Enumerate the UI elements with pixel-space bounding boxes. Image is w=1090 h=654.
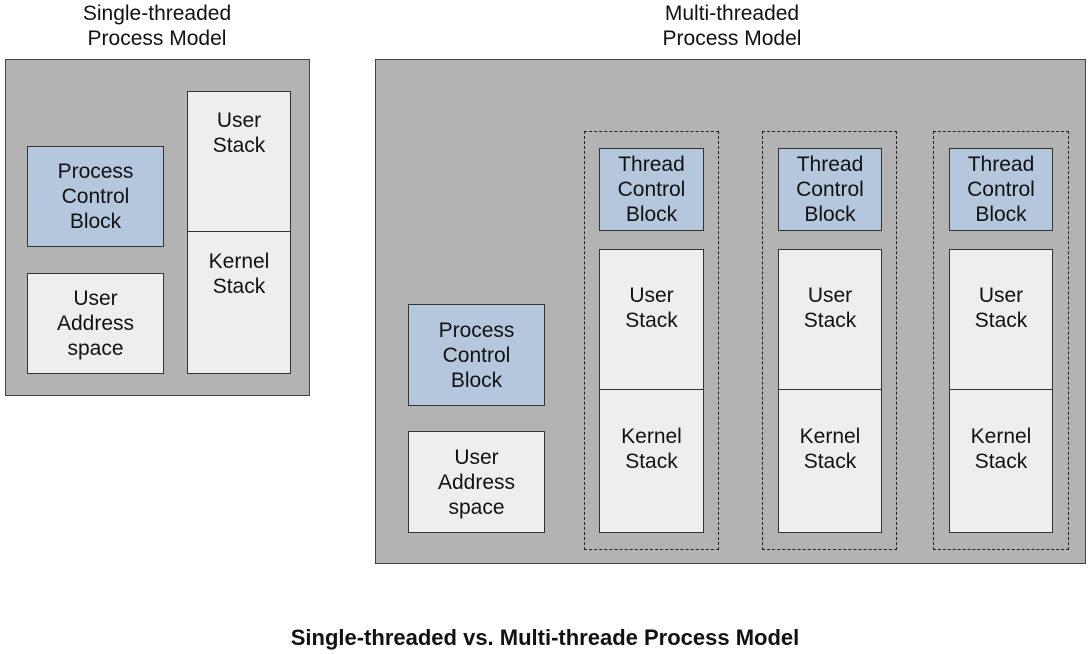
box-label-line: Stack [974, 308, 1028, 332]
box-label-line: User [807, 283, 853, 307]
box-label-line: Kernel [208, 250, 270, 273]
box-label-line: Stack [625, 308, 678, 332]
box-label-line: Stack [625, 449, 678, 473]
multi-threaded-title: Multi-threaded Process Model [576, 1, 888, 51]
box-label-line: Block [804, 203, 856, 226]
thread-kernel-stack-2: Kernel Stack [778, 389, 882, 533]
box-label-line: User [454, 445, 499, 469]
box-label-line: Block [69, 210, 122, 233]
title-line: Process Model [662, 27, 802, 50]
title-line: Multi-threaded [664, 2, 800, 25]
box-label-line: Address [437, 470, 516, 494]
box-label-line: Process [438, 318, 515, 342]
box-label-line: Block [975, 203, 1027, 226]
box-label-line: Control [796, 178, 864, 201]
box-label-line: Control [442, 343, 511, 367]
box-label-line: Stack [212, 134, 266, 157]
thread-kernel-stack-1: Kernel Stack [599, 389, 704, 533]
box-label-line: User [629, 283, 674, 307]
box-label-line: Control [967, 178, 1035, 201]
box-label-line: Control [61, 185, 130, 208]
single-kernel-stack: Kernel Stack [187, 231, 291, 374]
thread-user-stack-3: User Stack [949, 249, 1053, 390]
box-label-line: User [216, 109, 262, 132]
thread-control-block-2: Thread Control Block [778, 148, 882, 231]
title-line: Process Model [87, 27, 227, 50]
box-label-line: Kernel [799, 424, 861, 448]
title-line: Single-threaded [82, 2, 232, 25]
box-label-line: space [67, 337, 124, 360]
box-label-line: Kernel [970, 424, 1032, 448]
box-label-line: Control [617, 178, 686, 201]
diagram-caption: Single-threaded vs. Multi-threade Proces… [290, 625, 800, 650]
box-label-line: Thread [796, 153, 864, 176]
box-label-line: Stack [803, 449, 857, 473]
box-label-line: User [978, 283, 1024, 307]
box-label-line: Address [56, 312, 135, 335]
box-label-line: Kernel [621, 424, 682, 448]
box-label-line: Stack [212, 275, 266, 298]
single-process-control-block: Process Control Block [27, 146, 164, 247]
box-label-line: Stack [803, 308, 857, 332]
thread-control-block-3: Thread Control Block [949, 148, 1053, 231]
box-label-line: Process [57, 160, 134, 183]
box-label-line: Thread [618, 153, 685, 176]
multi-user-address-space: User Address space [408, 431, 545, 533]
single-user-stack: User Stack [187, 91, 291, 232]
single-user-address-space: User Address space [27, 273, 164, 374]
thread-group-3 [933, 131, 1069, 550]
thread-user-stack-2: User Stack [778, 249, 882, 390]
thread-group-1 [584, 131, 719, 550]
box-label-line: Block [625, 203, 678, 226]
single-threaded-title: Single-threaded Process Model [5, 1, 309, 51]
thread-kernel-stack-3: Kernel Stack [949, 389, 1053, 533]
box-label-line: space [448, 495, 505, 519]
thread-control-block-1: Thread Control Block [599, 148, 704, 231]
box-label-line: Thread [967, 153, 1035, 176]
box-label-line: Stack [974, 449, 1028, 473]
thread-user-stack-1: User Stack [599, 249, 704, 390]
box-label-line: Block [450, 368, 503, 392]
multi-process-control-block: Process Control Block [408, 304, 545, 406]
thread-group-2 [762, 131, 897, 550]
box-label-line: User [73, 287, 118, 310]
